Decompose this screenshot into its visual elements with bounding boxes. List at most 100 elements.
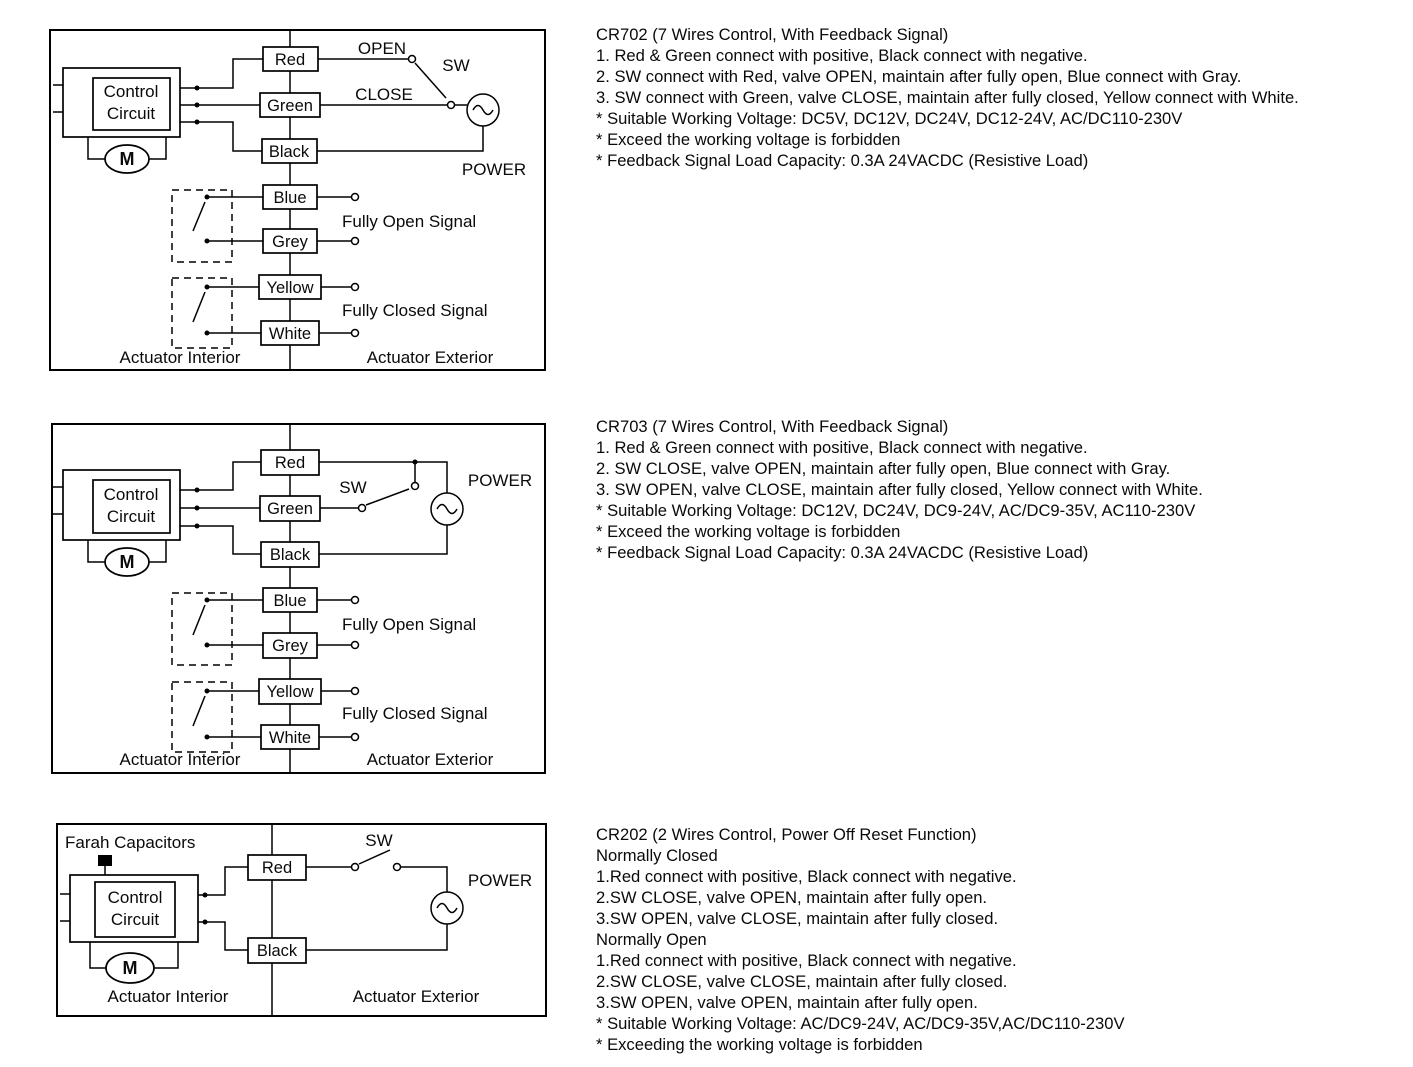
note-line: * Suitable Working Voltage: DC5V, DC12V,… (596, 109, 1183, 128)
fully-closed-switch-box (171, 277, 233, 349)
wire-label-red: Red (275, 51, 305, 69)
fully-open-switch-box (171, 592, 233, 666)
cr703-diagram: Control Circuit M (50, 422, 547, 775)
cr202-wiring (198, 866, 448, 951)
wire-label-red: Red (262, 859, 292, 877)
cr702-control-assembly: Control Circuit M (53, 67, 181, 174)
switch-blade (365, 488, 410, 506)
power-label: POWER (468, 871, 532, 890)
cr202-border (56, 823, 547, 1017)
open-terminal (407, 54, 417, 64)
cr202-main-switch (350, 849, 402, 872)
fully-closed-switch-blade (192, 291, 206, 323)
wire-label-blue: Blue (273, 592, 306, 610)
power-label: POWER (462, 160, 526, 179)
control-circuit-box (92, 479, 171, 534)
cr703-control-assembly: Control Circuit M (53, 469, 181, 577)
cr702-feedback-switches (171, 189, 360, 349)
motor-label: M (120, 149, 135, 169)
motor-label: M (123, 958, 138, 978)
control-label-line1: Control (104, 485, 159, 504)
note-line: 2.SW CLOSE, valve OPEN, maintain after f… (596, 888, 988, 907)
open-label: OPEN (358, 39, 406, 58)
actuator-exterior-label: Actuator Exterior (353, 987, 480, 1006)
wire-label-white: White (269, 729, 311, 747)
left-terminal (350, 862, 360, 872)
cr702-main-switch (407, 54, 456, 110)
cr202-wire-labels: Red Black (247, 854, 307, 964)
wire-label-blue: Blue (273, 189, 306, 207)
fully-closed-signal-label: Fully Closed Signal (342, 704, 488, 723)
sine-wave-icon (436, 902, 458, 914)
motor-symbol (104, 144, 150, 174)
cr702-wire-labels: Red Green Black Blue Grey Yellow White (258, 46, 322, 346)
note-line: 1. Red & Green connect with positive, Bl… (596, 46, 1088, 65)
fully-open-switch-blade (192, 604, 206, 636)
cr202-power-source (430, 891, 464, 925)
control-label-line2: Circuit (107, 507, 155, 526)
fully-open-signal-label: Fully Open Signal (342, 615, 476, 634)
fully-closed-switch-blade (192, 695, 206, 727)
wire-label-black: Black (257, 942, 298, 960)
fully-open-signal-label: Fully Open Signal (342, 212, 476, 231)
wire-label-red: Red (275, 454, 305, 472)
actuator-exterior-label: Actuator Exterior (367, 348, 494, 367)
cr703-wiring (180, 459, 448, 738)
control-label-line2: Circuit (107, 104, 155, 123)
wire-label-grey: Grey (272, 637, 309, 655)
note-line: * Suitable Working Voltage: DC12V, DC24V… (596, 501, 1196, 520)
sw-label: SW (339, 478, 366, 497)
cr703-notes: CR703 (7 Wires Control, With Feedback Si… (596, 416, 1408, 563)
motor-label: M (120, 552, 135, 572)
note-line: * Exceed the working voltage is forbidde… (596, 522, 901, 541)
note-line: 2. SW connect with Red, valve OPEN, main… (596, 67, 1242, 86)
cr202-notes-title: CR202 (2 Wires Control, Power Off Reset … (596, 825, 977, 844)
cr702-text-labels: OPEN CLOSE SW POWER Fully Open Signal Fu… (120, 39, 527, 367)
control-label-line2: Circuit (111, 910, 159, 929)
note-line: Normally Closed (596, 846, 718, 865)
motor-symbol (105, 952, 155, 984)
cr702-notes: CR702 (7 Wires Control, With Feedback Si… (596, 24, 1408, 171)
switch-blade (358, 849, 391, 865)
actuator-interior-label: Actuator Interior (120, 750, 241, 769)
cr202-text-labels: SW POWER Actuator Interior Actuator Exte… (108, 831, 533, 1006)
note-line: Normally Open (596, 930, 707, 949)
note-line: 3. SW connect with Green, valve CLOSE, m… (596, 88, 1299, 107)
note-line: * Exceeding the working voltage is forbi… (596, 1035, 923, 1054)
control-circuit-box (94, 881, 176, 938)
fully-closed-signal-label: Fully Closed Signal (342, 301, 488, 320)
note-line: * Feedback Signal Load Capacity: 0.3A 24… (596, 151, 1089, 170)
sw-label: SW (365, 831, 392, 850)
close-terminal (446, 100, 456, 110)
cr702-border (49, 29, 546, 371)
sine-wave-icon (436, 503, 458, 515)
actuator-interior-label: Actuator Interior (108, 987, 229, 1006)
fully-open-switch-blade (192, 201, 206, 232)
note-line: 3.SW OPEN, valve OPEN, maintain after fu… (596, 993, 978, 1012)
wire-label-yellow: Yellow (266, 683, 313, 701)
note-line: 1.Red connect with positive, Black conne… (596, 867, 1017, 886)
cr703-main-switch (357, 481, 420, 513)
sine-wave-icon (472, 104, 494, 116)
note-line: 2.SW CLOSE, valve CLOSE, maintain after … (596, 972, 1008, 991)
cr703-wire-labels: Red Green Black Blue Grey Yellow White (258, 449, 322, 750)
note-line: 2. SW CLOSE, valve OPEN, maintain after … (596, 459, 1171, 478)
lower-terminal (357, 503, 367, 513)
cr202-diagram: Farah Capacitors Control Circuit M Red B… (55, 822, 548, 1018)
cr202-control-assembly: Farah Capacitors Control Circuit M (60, 833, 199, 984)
note-line: * Suitable Working Voltage: AC/DC9-24V, … (596, 1014, 1125, 1033)
power-label: POWER (468, 471, 532, 490)
sw-label: SW (442, 56, 469, 75)
cr702-diagram: Control Circuit M (48, 28, 548, 373)
right-terminal (392, 862, 402, 872)
note-line: 3. SW OPEN, valve CLOSE, maintain after … (596, 480, 1203, 499)
actuator-exterior-label: Actuator Exterior (367, 750, 494, 769)
capacitor-icon (98, 855, 112, 866)
note-line: * Feedback Signal Load Capacity: 0.3A 24… (596, 543, 1089, 562)
wire-label-green: Green (267, 500, 313, 518)
cr703-feedback-switches (171, 592, 360, 753)
cr703-notes-title: CR703 (7 Wires Control, With Feedback Si… (596, 417, 949, 436)
control-circuit-box (92, 77, 171, 131)
note-line: * Exceed the working voltage is forbidde… (596, 130, 901, 149)
farah-capacitors-label: Farah Capacitors (65, 833, 195, 852)
